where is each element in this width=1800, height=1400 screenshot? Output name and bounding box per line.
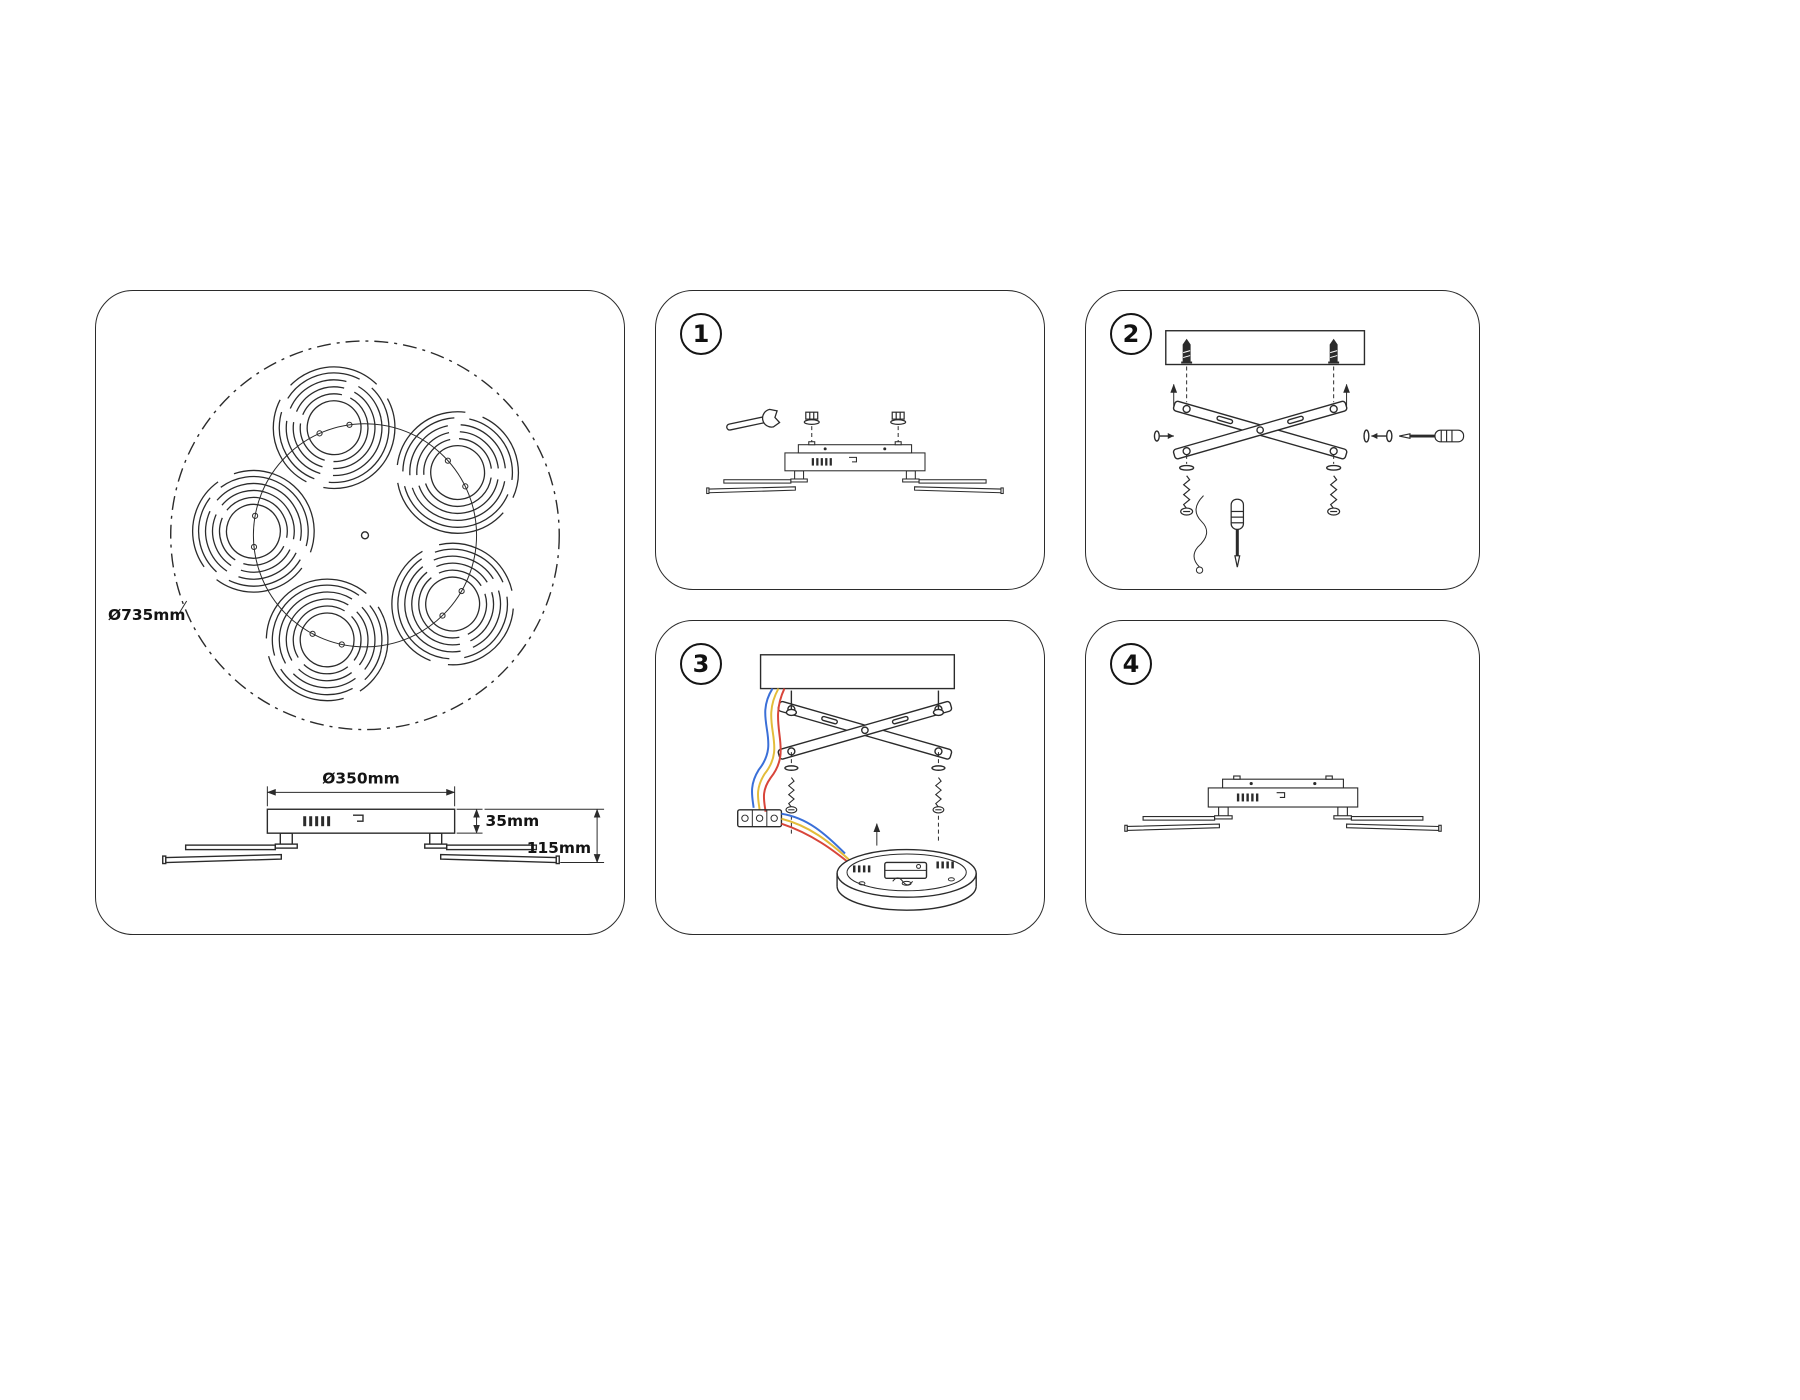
fixed-screws bbox=[785, 690, 945, 717]
screw-tip bbox=[1371, 433, 1378, 440]
step-2-drawing bbox=[1153, 330, 1466, 574]
fixture-top-view: Ø735mm bbox=[108, 340, 560, 731]
lamp-side-drawing bbox=[1124, 787, 1442, 832]
label-overall-diameter: Ø735mm bbox=[108, 606, 186, 624]
hanging-cord bbox=[1193, 495, 1208, 574]
screw-icon bbox=[1327, 475, 1341, 516]
direction-arrows bbox=[1170, 383, 1350, 407]
step-number-badge: 3 bbox=[680, 643, 722, 685]
step-number: 4 bbox=[1122, 650, 1140, 678]
center-hole bbox=[360, 531, 370, 540]
fixture-height-dimension: 115mm bbox=[484, 808, 605, 864]
supply-wires bbox=[751, 688, 786, 812]
diameter-leader-line bbox=[178, 600, 188, 615]
screwdriver-icon bbox=[1229, 497, 1245, 569]
screwdriver-icon bbox=[1397, 428, 1466, 444]
step-number: 2 bbox=[1122, 320, 1140, 348]
dimensions-panel: Ø735mm Ø350mm 35mm bbox=[95, 290, 625, 935]
screw-icon bbox=[785, 777, 798, 814]
mounting-screws bbox=[1178, 454, 1342, 516]
step-number-badge: 2 bbox=[1110, 313, 1152, 355]
cross-mounting-bracket bbox=[776, 700, 953, 761]
ceiling bbox=[759, 654, 956, 690]
overall-diameter-circle bbox=[170, 340, 560, 731]
wire-neutral bbox=[751, 688, 774, 808]
fixture-side-view: Ø350mm 35mm 115mm bbox=[162, 769, 605, 865]
canopy-base bbox=[836, 848, 977, 911]
step-2-panel: 2 bbox=[1085, 290, 1480, 590]
base-diameter-dimension: Ø350mm bbox=[266, 769, 456, 807]
screw-icon bbox=[1180, 475, 1194, 516]
base-height-dimension: 35mm bbox=[456, 808, 540, 834]
anchor-plug-icon bbox=[1180, 338, 1194, 364]
step-3-panel: 3 bbox=[655, 620, 1045, 935]
mounting-holes bbox=[250, 421, 469, 648]
wire-earth bbox=[781, 817, 852, 863]
dimensions-drawing: Ø735mm Ø350mm 35mm bbox=[108, 340, 605, 865]
wire-live bbox=[762, 688, 786, 812]
terminal-block bbox=[737, 809, 783, 828]
ceiling bbox=[1165, 330, 1366, 366]
step-number: 1 bbox=[692, 320, 710, 348]
canopy-screws bbox=[784, 752, 946, 844]
step-number-badge: 1 bbox=[680, 313, 722, 355]
fixing-nuts bbox=[803, 411, 907, 442]
label-base-height: 35mm bbox=[486, 812, 540, 830]
step-number: 3 bbox=[692, 650, 710, 678]
step-number-badge: 4 bbox=[1110, 643, 1152, 685]
mounting-bracket bbox=[797, 441, 913, 454]
side-screw bbox=[1363, 429, 1393, 443]
lamp-side-drawing bbox=[706, 452, 1004, 495]
step-1-panel: 1 bbox=[655, 290, 1045, 590]
left-screw bbox=[1153, 430, 1174, 442]
step-4-panel: 4 bbox=[1085, 620, 1480, 935]
screw-icon bbox=[932, 777, 945, 814]
vent-slots bbox=[852, 861, 954, 873]
internal-wire bbox=[892, 877, 914, 886]
anchor-plug-icon bbox=[1327, 338, 1341, 364]
wire-earth bbox=[756, 688, 780, 810]
wall-anchors bbox=[1180, 338, 1341, 403]
step-1-drawing bbox=[706, 407, 1004, 495]
pitch-circle bbox=[252, 423, 478, 648]
wire-neutral bbox=[781, 812, 846, 855]
label-fixture-height: 115mm bbox=[527, 839, 591, 857]
step-3-drawing bbox=[737, 654, 977, 911]
label-base-diameter: Ø350mm bbox=[322, 769, 400, 787]
mounting-bracket bbox=[1222, 775, 1344, 789]
cross-mounting-bracket bbox=[1172, 399, 1349, 461]
wrench-icon bbox=[724, 407, 781, 438]
